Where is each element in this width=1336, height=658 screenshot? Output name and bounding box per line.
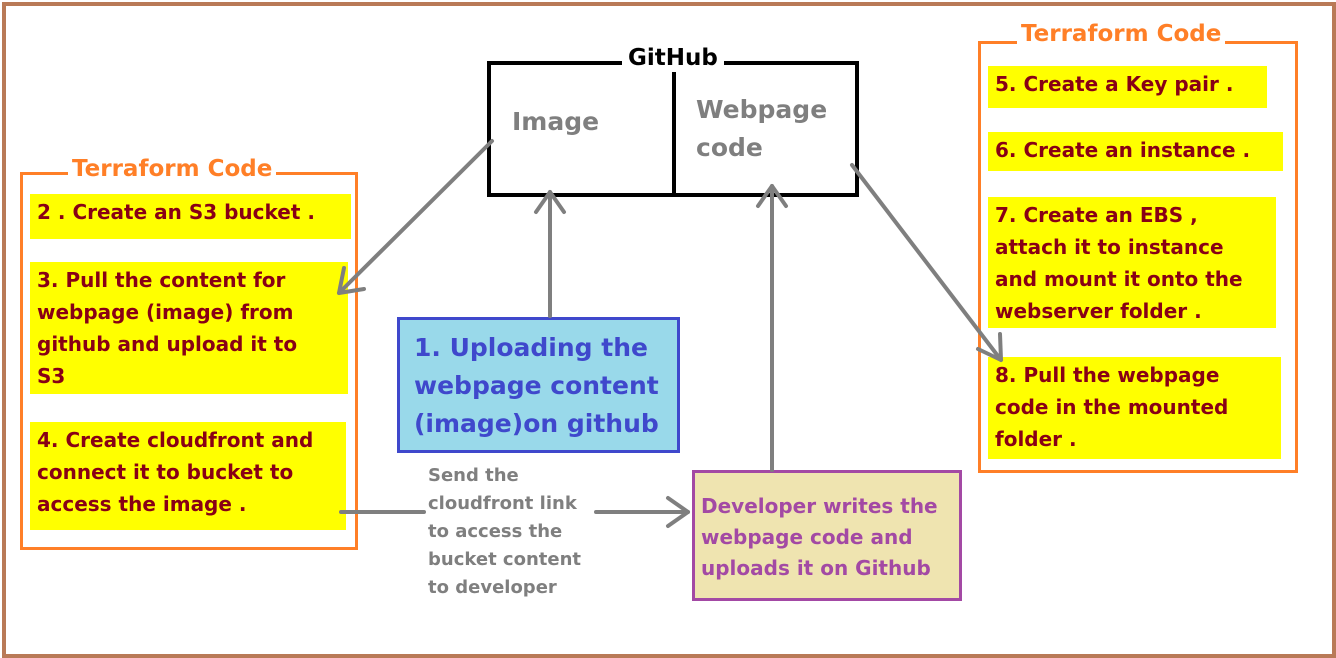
- arrow-github-to-step8: [850, 163, 1003, 362]
- arrow-image-to-step3: [337, 139, 494, 295]
- send-cloudfront-link-text: Send the cloudfront link to access the b…: [428, 465, 582, 598]
- step-4-create-cloudfront: 4. Create cloudfront and connect it to b…: [30, 422, 346, 530]
- arrow-step4-to-developer: [339, 496, 690, 528]
- left-terraform-title: Terraform Code: [68, 156, 277, 182]
- step-5-create-key-pair: 5. Create a Key pair .: [988, 66, 1267, 108]
- github-webpage-code-cell: Webpage code: [696, 95, 828, 162]
- step-3-pull-content: 3. Pull the content for webpage (image) …: [30, 262, 348, 394]
- arrow-step1-to-github: [534, 190, 566, 318]
- right-terraform-title: Terraform Code: [1017, 21, 1226, 47]
- step-7-create-ebs: 7. Create an EBS , attach it to instance…: [988, 197, 1276, 328]
- github-divider: [672, 61, 676, 197]
- developer-box: Developer writes the webpage code and up…: [692, 470, 962, 601]
- github-title: GitHub: [622, 44, 724, 72]
- step-8-pull-webpage-code: 8. Pull the webpage code in the mounted …: [988, 357, 1281, 459]
- step-6-create-instance: 6. Create an instance .: [988, 132, 1283, 171]
- step-1-upload-box: 1. Uploading the webpage content (image)…: [397, 317, 680, 453]
- arrow-developer-to-github: [756, 184, 788, 472]
- github-image-cell: Image: [512, 107, 600, 136]
- step-2-create-s3: 2 . Create an S3 bucket .: [30, 194, 351, 239]
